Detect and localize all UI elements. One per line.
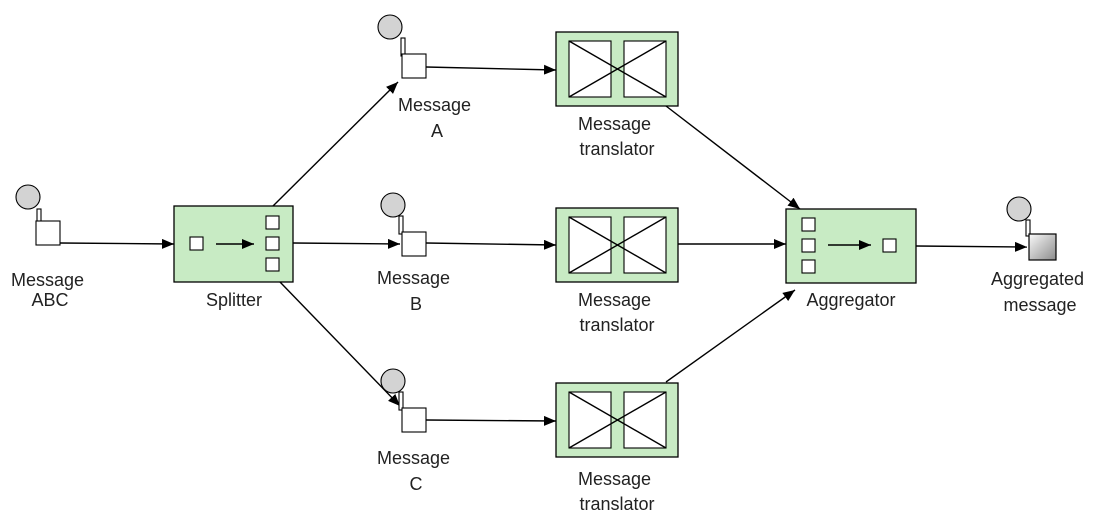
message-c-square bbox=[401, 407, 427, 433]
aggregated-message-tab bbox=[1025, 219, 1031, 237]
translator-a-label: Message translator bbox=[578, 114, 656, 159]
translator-a-cross-2 bbox=[568, 40, 667, 98]
translator-a-right-panel bbox=[623, 40, 667, 98]
splitter-node bbox=[173, 205, 294, 283]
message-c-tab bbox=[398, 391, 404, 411]
message-abc-square bbox=[35, 220, 61, 246]
message-a-tab bbox=[400, 37, 406, 57]
edge-message-a-to-translator bbox=[425, 64, 557, 75]
edge-splitter-to-message-c bbox=[279, 281, 401, 407]
message-a-circle bbox=[377, 14, 403, 40]
translator-c-left-panel bbox=[568, 391, 612, 449]
translator-c-label: Message translator bbox=[578, 469, 656, 514]
message-abc-circle bbox=[15, 184, 41, 210]
aggregated-message-circle bbox=[1006, 196, 1032, 222]
translator-a-node bbox=[555, 31, 679, 107]
aggregator-input-square-2 bbox=[801, 238, 816, 253]
edge-message-b-to-translator bbox=[425, 239, 557, 250]
translator-b-left-panel bbox=[568, 216, 612, 274]
message-b-label: Message B bbox=[377, 268, 455, 314]
message-c-label: Message C bbox=[377, 448, 455, 494]
aggregator-label: Aggregator bbox=[806, 290, 895, 310]
edge-translator-c-to-aggregator bbox=[665, 289, 796, 383]
translator-a-left-panel bbox=[568, 40, 612, 98]
aggregated-message-label: Aggregated message bbox=[991, 269, 1089, 315]
translator-c-right-panel bbox=[623, 391, 667, 449]
edges bbox=[59, 64, 1028, 426]
edge-translator-a-to-aggregator bbox=[665, 105, 801, 210]
message-abc-icon bbox=[15, 184, 61, 246]
edge-message-abc-to-splitter bbox=[59, 238, 175, 249]
message-c-icon bbox=[380, 368, 427, 433]
aggregator-input-square-1 bbox=[801, 217, 816, 232]
translator-c-node bbox=[555, 382, 679, 458]
edge-splitter-to-message-a bbox=[272, 81, 399, 207]
splitter-label: Splitter bbox=[206, 290, 262, 310]
edge-aggregator-to-aggregated-message bbox=[915, 241, 1028, 252]
translator-b-right-panel bbox=[623, 216, 667, 274]
translator-b-label: Message translator bbox=[578, 290, 656, 335]
edge-splitter-to-message-b bbox=[292, 238, 401, 249]
message-c-circle bbox=[380, 368, 406, 394]
message-a-label: Message A bbox=[398, 95, 476, 141]
message-a-icon bbox=[377, 14, 427, 79]
translator-b-cross-2 bbox=[568, 216, 667, 274]
splitter-output-square-3 bbox=[265, 257, 280, 272]
message-b-circle bbox=[380, 192, 406, 218]
aggregated-message-icon bbox=[1006, 196, 1057, 261]
translator-b-node bbox=[555, 207, 679, 283]
splitter-output-square-2 bbox=[265, 236, 280, 251]
aggregated-message-square bbox=[1028, 233, 1057, 261]
message-a-square bbox=[401, 53, 427, 79]
message-b-icon bbox=[380, 192, 427, 257]
splitter-input-square bbox=[189, 236, 204, 251]
aggregator-output-square bbox=[882, 238, 897, 253]
message-b-tab bbox=[398, 215, 404, 235]
edge-message-c-to-translator bbox=[425, 415, 557, 426]
aggregator-input-square-3 bbox=[801, 259, 816, 274]
message-abc-label: Message ABC bbox=[11, 270, 89, 310]
message-b-square bbox=[401, 231, 427, 257]
splitter-output-square-1 bbox=[265, 215, 280, 230]
aggregator-node bbox=[785, 208, 917, 284]
translator-c-cross-2 bbox=[568, 391, 667, 449]
